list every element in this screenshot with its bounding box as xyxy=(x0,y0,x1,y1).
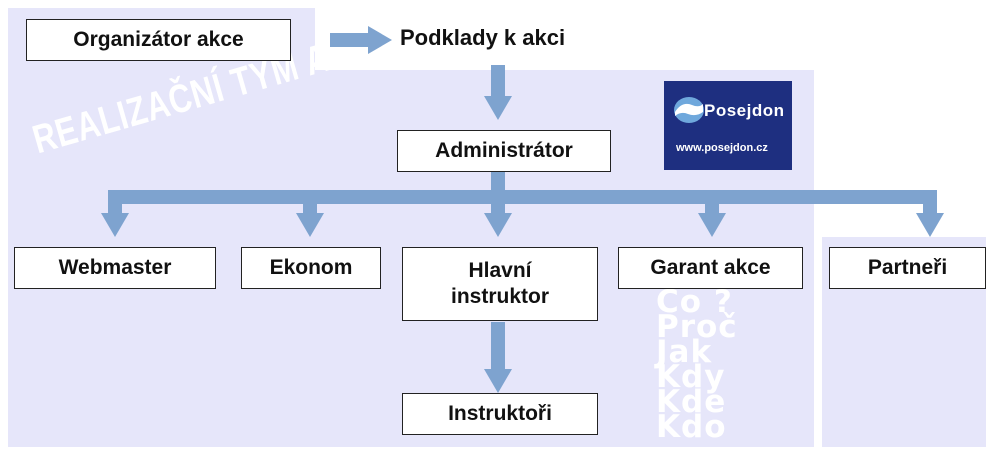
arrow-shaft xyxy=(923,190,937,214)
posejdon-logo: Posejdon www.posejdon.cz xyxy=(664,81,792,170)
arrow-shaft xyxy=(491,65,505,97)
logo-brand: Posejdon xyxy=(704,101,785,120)
arrow-down-icon xyxy=(296,213,324,237)
administrator-box: Administrátor xyxy=(397,130,611,172)
arrow-down-icon xyxy=(484,369,512,393)
arrow-shaft xyxy=(303,190,317,214)
question-word: Co ? xyxy=(656,284,733,320)
arrow-down-icon xyxy=(698,213,726,237)
head-instructor-box: Hlavní instruktor xyxy=(402,247,598,321)
instructors-box: Instruktoři xyxy=(402,393,598,435)
arrow-down-icon xyxy=(484,213,512,237)
distribution-bar xyxy=(108,190,937,204)
arrow-down-icon xyxy=(916,213,944,237)
question-word: Kde xyxy=(656,384,727,420)
materials-label: Podklady k akci xyxy=(400,25,566,50)
wave-icon xyxy=(674,97,704,123)
question-word: Kdo xyxy=(656,409,727,445)
arrow-down-icon xyxy=(101,213,129,237)
question-word: Jak xyxy=(656,334,713,370)
arrow-shaft xyxy=(108,190,122,214)
arrow-shaft xyxy=(705,190,719,214)
partners-box: Partneři xyxy=(829,247,986,289)
question-words: Co ? Proč Jak Kdy Kde Kdo xyxy=(656,284,806,445)
event-guarantor-box: Garant akce xyxy=(618,247,803,289)
arrow-right-icon xyxy=(368,26,392,54)
webmaster-box: Webmaster xyxy=(14,247,216,289)
arrow-shaft xyxy=(491,190,505,214)
question-word: Kdy xyxy=(656,359,726,395)
economist-box: Ekonom xyxy=(241,247,381,289)
question-word: Proč xyxy=(656,309,738,345)
logo-url: www.posejdon.cz xyxy=(676,142,768,154)
organizer-box: Organizátor akce xyxy=(26,19,291,61)
arrow-shaft xyxy=(330,33,370,47)
arrow-shaft xyxy=(491,322,505,370)
arrow-down-icon xyxy=(484,96,512,120)
